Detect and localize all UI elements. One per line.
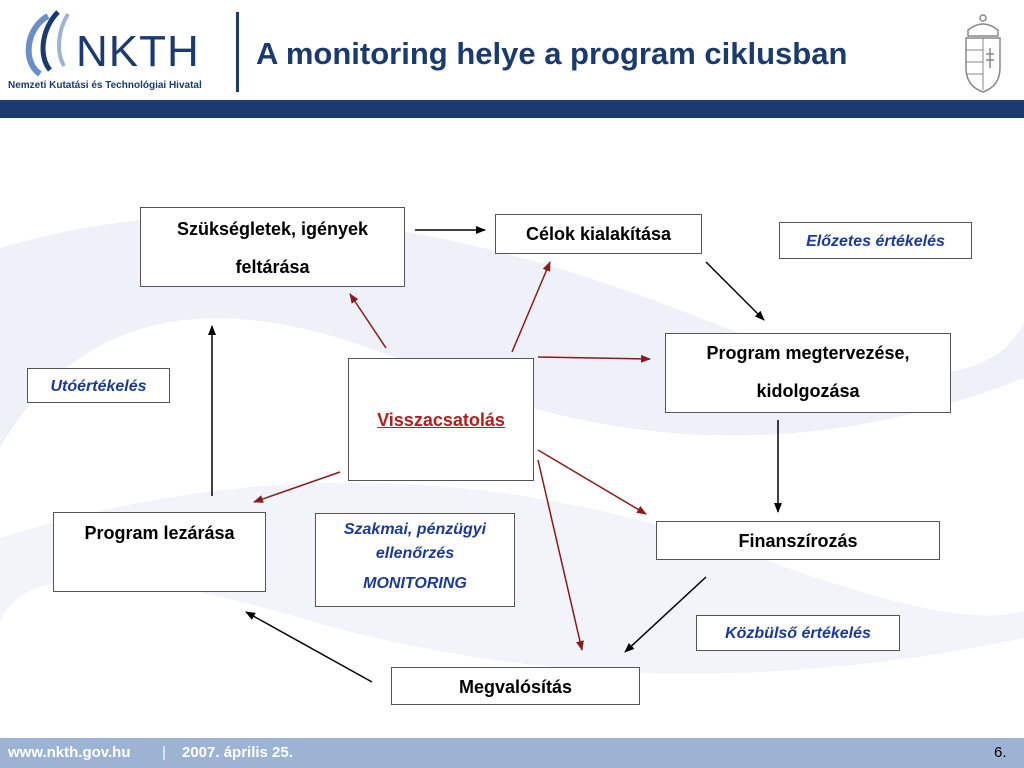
node-implementation: Megvalósítás — [391, 667, 640, 705]
eval-pre: Előzetes értékelés — [779, 222, 972, 259]
monitoring-line2: MONITORING — [363, 575, 467, 592]
node-feedback: Visszacsatolás — [348, 358, 534, 481]
coat-of-arms-icon — [965, 14, 1001, 93]
node-needs-line2: feltárása — [235, 257, 310, 277]
node-needs: Szükségletek, igények feltárása — [140, 207, 405, 287]
node-goals: Célok kialakítása — [495, 214, 702, 254]
node-close: Program lezárása — [53, 512, 266, 592]
header: NKTH Nemzeti Kutatási és Technológiai Hi… — [0, 0, 1024, 100]
header-bar — [0, 100, 1024, 118]
node-needs-line1: Szükségletek, igények — [176, 219, 369, 239]
logo-text: NKTH — [76, 27, 200, 76]
eval-mid: Közbülső értékelés — [696, 615, 900, 651]
monitoring-line1: Szakmai, pénzügyi ellenőrzés — [343, 521, 487, 562]
footer: www.nkth.gov.hu | 2007. április 25. 6. — [0, 738, 1024, 768]
node-plan-line2: kidolgozása — [756, 381, 860, 401]
eval-post: Utóértékelés — [27, 368, 170, 403]
node-plan-line1: Program megtervezése, — [706, 343, 910, 363]
logo-subtitle: Nemzeti Kutatási és Technológiai Hivatal — [8, 80, 202, 91]
footer-separator: | — [162, 744, 166, 761]
node-finance: Finanszírozás — [656, 521, 940, 560]
nkth-logo — [25, 10, 70, 77]
footer-date: 2007. április 25. — [182, 744, 293, 761]
footer-url[interactable]: www.nkth.gov.hu — [8, 744, 131, 761]
page-number: 6. — [994, 744, 1007, 761]
eval-monitoring: Szakmai, pénzügyi ellenőrzés MONITORING — [315, 513, 515, 607]
page-title: A monitoring helye a program ciklusban — [256, 36, 848, 71]
title-separator — [236, 12, 239, 92]
node-plan: Program megtervezése, kidolgozása — [665, 333, 951, 413]
